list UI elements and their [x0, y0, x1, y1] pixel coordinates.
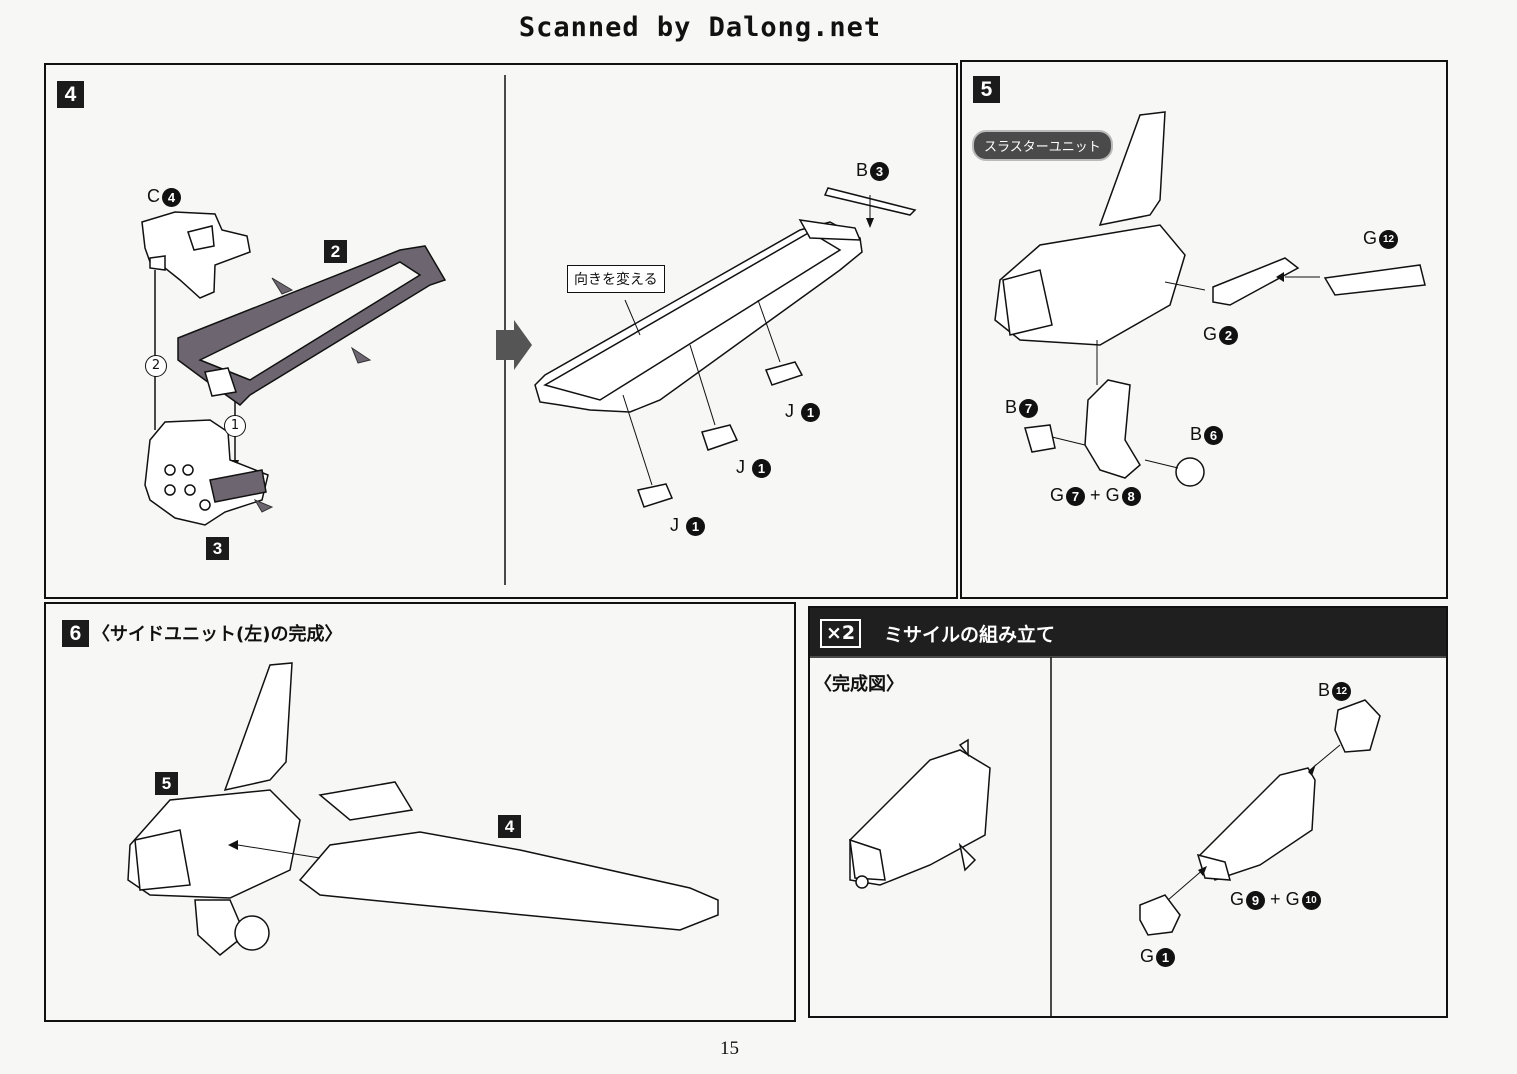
part-number: 7: [1019, 398, 1039, 418]
thruster-unit-drawing: [994, 111, 1426, 487]
part-j1-label-c: J 1: [670, 515, 706, 536]
plus-sign: +: [1090, 485, 1101, 505]
part-5-label: 5: [155, 772, 178, 795]
step4-panel: [44, 63, 958, 599]
part-number: 7: [1066, 486, 1086, 506]
part-number: 1: [801, 402, 821, 422]
part-letter: J: [785, 401, 794, 421]
part-number: 9: [1246, 890, 1266, 910]
missile-multiplier: ×2: [820, 619, 862, 648]
part-letter: G: [1363, 228, 1378, 248]
part-j1-label-b: J 1: [736, 457, 772, 478]
part-letter: G: [1203, 324, 1218, 344]
step4-arrow: [496, 320, 532, 370]
step6-panel: [44, 602, 796, 1022]
missile-completed-label: 〈完成図〉: [814, 674, 904, 695]
part-number: 12: [1332, 681, 1352, 701]
thruster-unit-label: スラスターユニット: [972, 130, 1113, 161]
part-number: 10: [1301, 890, 1321, 910]
part-3-label: 3: [206, 537, 229, 560]
part-letter: G: [1285, 889, 1300, 909]
missile-assembly-drawing: [1139, 699, 1381, 936]
part-letter: J: [736, 457, 745, 477]
missile-panel: [808, 606, 1448, 1018]
part-letter: B: [1005, 397, 1018, 417]
step6-number: 6: [62, 620, 89, 647]
part-letter: G: [1230, 889, 1245, 909]
part-number: 12: [1379, 229, 1399, 249]
part-letter: C: [147, 186, 160, 206]
part-c4-drawing: [141, 211, 251, 299]
step5-panel: [960, 60, 1448, 599]
part-4-label: 4: [498, 815, 521, 838]
part-letter: B: [1190, 424, 1203, 444]
assembly-order-1: 1: [224, 415, 246, 437]
side-unit-complete-drawing: [127, 662, 719, 956]
assembly-order-2: 2: [145, 355, 167, 377]
missile-header-bar: [810, 608, 1446, 656]
scan-credit: Scanned by Dalong.net: [518, 12, 882, 43]
missile-complete-drawing: [849, 738, 991, 889]
wing-reversed-drawing: [534, 219, 863, 413]
step6-title: 〈サイドユニット(左)の完成〉: [92, 624, 343, 645]
part-3-drawing: [144, 419, 269, 526]
direction-label: 向きを変える: [567, 265, 665, 293]
part-number: 4: [162, 187, 181, 207]
part-number: 1: [752, 458, 772, 478]
part-letter: G: [1140, 946, 1155, 966]
step4-number: 4: [57, 81, 84, 108]
part-letter: B: [856, 160, 869, 180]
page-number: 15: [720, 1038, 739, 1059]
part-number: 2: [1219, 325, 1239, 345]
part-number: 3: [870, 161, 890, 181]
part-letter: G: [1105, 485, 1120, 505]
part-number: 8: [1121, 486, 1141, 506]
part-number: 6: [1204, 425, 1224, 445]
part-letter: J: [670, 515, 679, 535]
part-number: 1: [1156, 947, 1176, 967]
part-letter: G: [1050, 485, 1065, 505]
part-2-label: 2: [324, 240, 347, 263]
step5-number: 5: [973, 76, 1000, 103]
part-letter: B: [1318, 680, 1331, 700]
part-j1-label-a: J 1: [785, 401, 821, 422]
part-2-drawing: [177, 245, 447, 406]
missile-title: ミサイルの組み立て: [884, 624, 1056, 646]
part-j1-drawings: [637, 361, 804, 508]
plus-sign: +: [1270, 889, 1281, 909]
part-number: 1: [686, 516, 706, 536]
